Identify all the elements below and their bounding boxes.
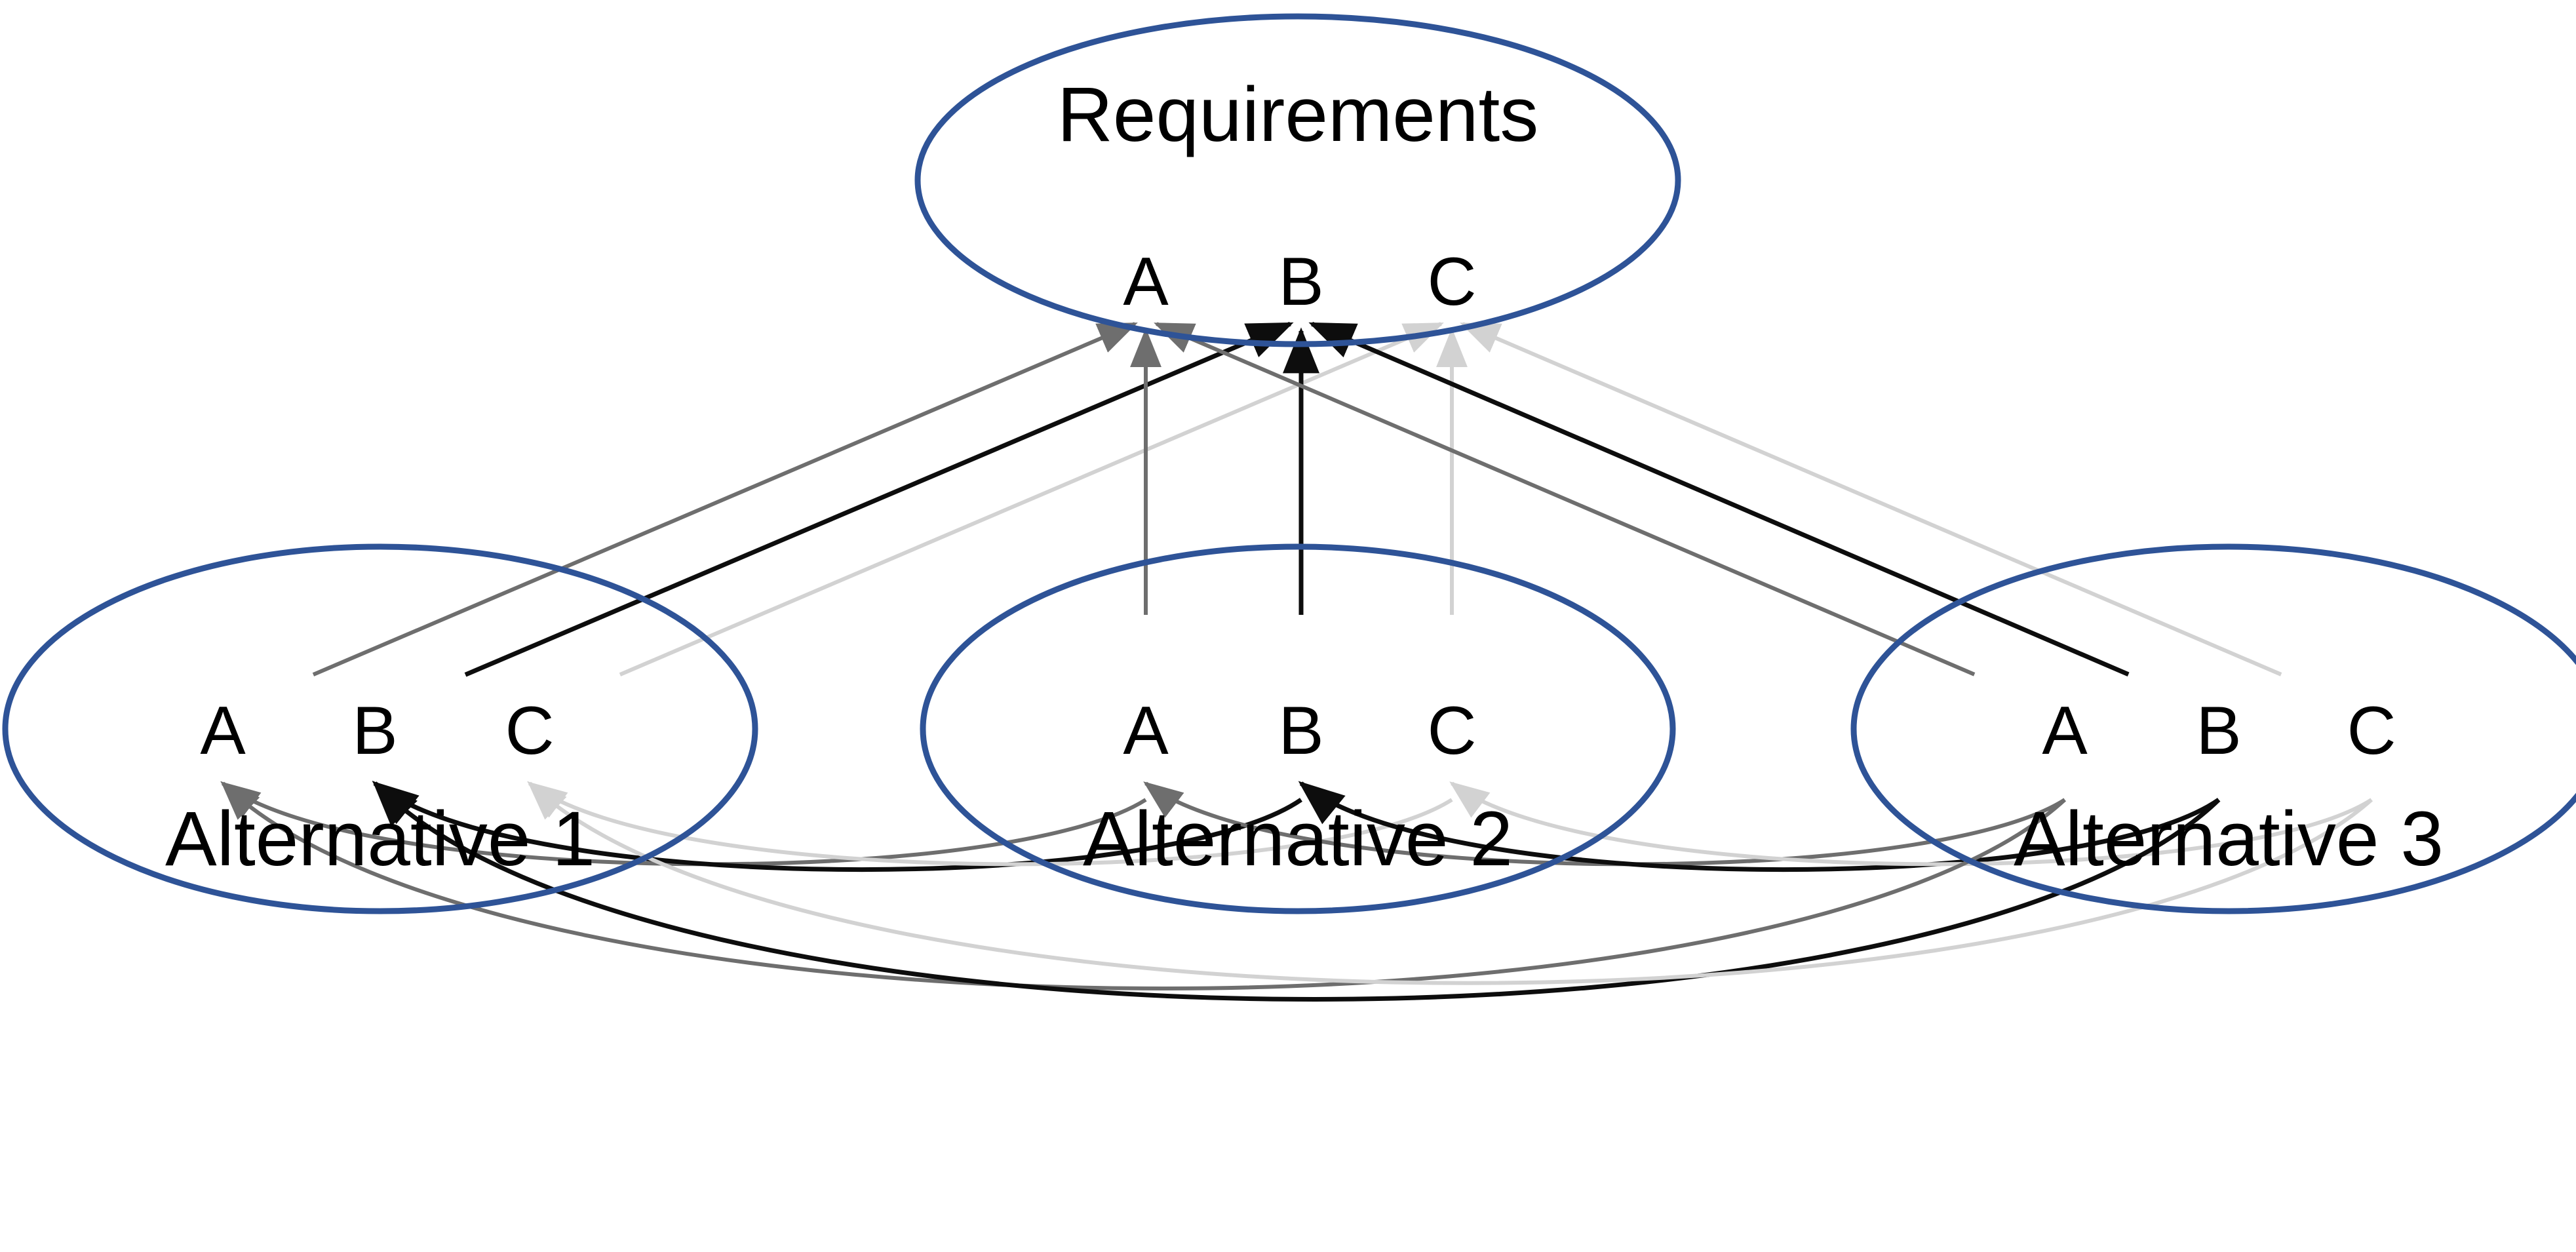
- group-title-alternative-1: Alternative 1: [165, 796, 595, 882]
- node-label-alt3-b[interactable]: B: [2196, 693, 2241, 769]
- edge-alt3-c-to-alt2-c: [1449, 781, 2373, 867]
- group-ellipse-alternative-1[interactable]: [2, 543, 758, 914]
- group-title-alternative-3: Alternative 3: [2014, 796, 2444, 882]
- edge-alt2-b-to-alt1-b: [372, 781, 1302, 872]
- node-label-alt2-b[interactable]: B: [1278, 693, 1323, 769]
- edge-alt3-a-to-alt1-a: [220, 781, 2067, 990]
- edge-layer: [220, 321, 2373, 1002]
- node-label-alt1-c[interactable]: C: [505, 693, 554, 769]
- node-label-alt3-c[interactable]: C: [2347, 693, 2396, 769]
- group-ellipse-requirements[interactable]: [914, 13, 1681, 347]
- edge-alt3-c-to-alt1-c: [527, 781, 2373, 985]
- edge-alt3-a-to-req-a: [1154, 322, 1976, 676]
- node-label-alt1-b[interactable]: B: [352, 693, 397, 769]
- edge-alt1-b-to-req-b: [464, 321, 1294, 677]
- edge-alt3-b-to-alt1-b: [372, 780, 2221, 1002]
- edge-alt1-c-to-req-c: [619, 322, 1444, 676]
- group-title-requirements: Requirements: [1057, 71, 1539, 158]
- group-ellipse-layer: [2, 13, 2576, 914]
- group-ellipse-alternative-2[interactable]: [920, 543, 1676, 914]
- node-label-alt1-a[interactable]: A: [200, 693, 246, 769]
- edge-alt3-b-to-alt2-b: [1298, 781, 2220, 872]
- edge-alt1-a-to-req-a: [312, 322, 1138, 676]
- node-label-alt2-c[interactable]: C: [1427, 693, 1476, 769]
- node-label-req-a[interactable]: A: [1123, 244, 1169, 320]
- edge-alt2-c-to-alt1-c: [527, 781, 1453, 867]
- edge-alt3-c-to-req-c: [1460, 322, 2282, 676]
- group-ellipse-alternative-3[interactable]: [1850, 543, 2576, 914]
- edge-alt3-b-to-req-b: [1308, 321, 2130, 677]
- node-label-alt3-a[interactable]: A: [2042, 693, 2088, 769]
- node-label-alt2-a[interactable]: A: [1123, 693, 1169, 769]
- group-title-alternative-2: Alternative 2: [1083, 796, 1513, 882]
- node-label-req-c[interactable]: C: [1427, 244, 1476, 320]
- node-label-req-b[interactable]: B: [1278, 244, 1323, 320]
